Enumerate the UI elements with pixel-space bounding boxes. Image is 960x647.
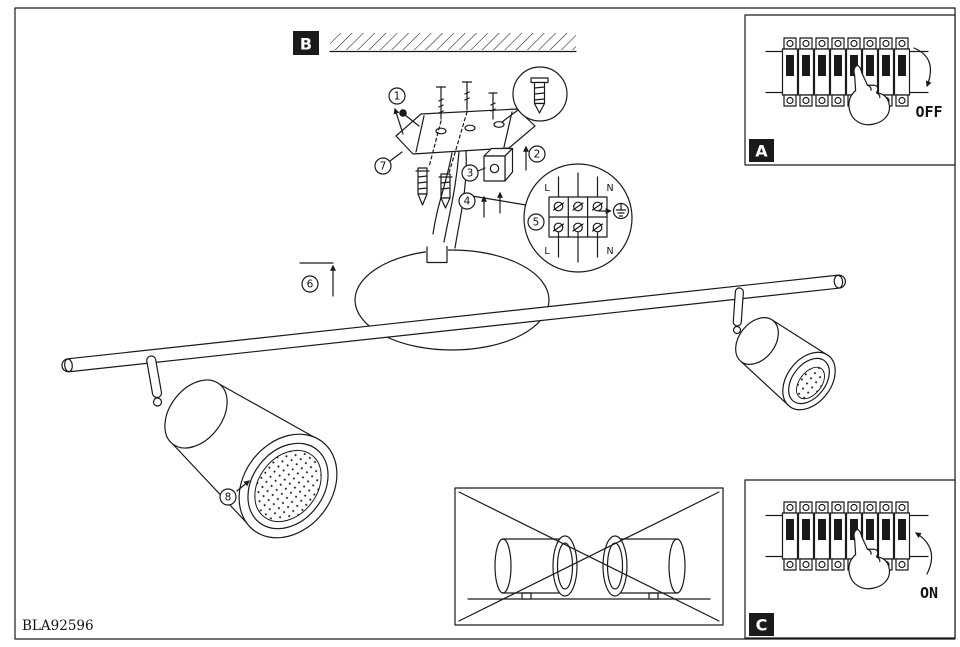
mounting-screw-angled bbox=[399, 109, 420, 127]
guide-line-2 bbox=[448, 111, 468, 174]
step-2-callout: 2 bbox=[528, 145, 546, 163]
panel-a: OFF A bbox=[744, 14, 956, 166]
panel-c-letter: C bbox=[756, 616, 768, 635]
warning-spot-left bbox=[494, 535, 578, 600]
product-code: BLA92596 bbox=[22, 618, 94, 634]
neutral-label-top: N bbox=[606, 183, 613, 194]
wall-plug-detail bbox=[501, 66, 568, 123]
switch-off-arrow-icon bbox=[913, 47, 932, 88]
panel-a-letter: A bbox=[755, 142, 768, 161]
step-6-callout: 6 bbox=[301, 275, 319, 293]
terminal-detail: L N L N bbox=[471, 163, 633, 273]
reflector-dots bbox=[254, 449, 322, 523]
step-2-number: 2 bbox=[534, 149, 541, 161]
ceiling-hatch bbox=[329, 33, 577, 53]
spot-left-knob bbox=[152, 397, 163, 407]
step-1-number: 1 bbox=[394, 91, 401, 103]
mounting-bracket bbox=[395, 108, 536, 155]
spot-left-yoke bbox=[146, 355, 163, 399]
section-b-label: B bbox=[293, 31, 319, 55]
warning-box bbox=[454, 487, 724, 626]
wall-anchor-1 bbox=[415, 167, 430, 206]
step-4-number: 4 bbox=[464, 196, 471, 208]
live-label-bottom: L bbox=[544, 246, 550, 257]
step-1-arrow bbox=[393, 107, 404, 135]
mounting-screw-3 bbox=[488, 92, 498, 120]
angle-bracket bbox=[483, 147, 514, 182]
guide-line-1 bbox=[428, 120, 442, 168]
step-3-callout: 3 bbox=[461, 164, 479, 182]
step-5-number: 5 bbox=[533, 217, 540, 229]
step-7-number: 7 bbox=[380, 161, 387, 173]
mounting-screw-1 bbox=[435, 86, 447, 120]
mounting-screw-2 bbox=[461, 81, 473, 111]
section-b-letter: B bbox=[300, 35, 312, 54]
switch-on-arrow-icon bbox=[914, 532, 933, 575]
step-7-leader bbox=[389, 151, 403, 162]
panel-c: ON C bbox=[744, 479, 956, 639]
panel-c-label: C bbox=[749, 613, 774, 636]
step-8-arrow bbox=[236, 480, 250, 492]
spot-lamp-left-face bbox=[238, 433, 338, 539]
step-8-number: 8 bbox=[225, 492, 232, 504]
neutral-label-bottom: N bbox=[606, 246, 613, 257]
live-label-top: L bbox=[544, 183, 550, 194]
earth-icon bbox=[598, 202, 630, 220]
step-3-number: 3 bbox=[467, 168, 474, 180]
step-4-callout: 4 bbox=[458, 192, 476, 210]
step-7-callout: 7 bbox=[374, 157, 392, 175]
spot-lamp-right bbox=[732, 287, 836, 411]
spot-lamp-left bbox=[146, 355, 338, 539]
step-3-leader bbox=[477, 167, 486, 172]
on-label: ON bbox=[920, 584, 938, 602]
step-6-number: 6 bbox=[307, 279, 314, 291]
off-label: OFF bbox=[915, 103, 942, 121]
warning-spot-right bbox=[602, 535, 686, 600]
panel-a-label: A bbox=[749, 139, 774, 162]
step-5-callout: 5 bbox=[527, 213, 545, 231]
step-1-callout: 1 bbox=[388, 87, 406, 105]
spot-right-knob bbox=[732, 325, 742, 335]
fixture-bar bbox=[61, 274, 847, 373]
step-8-callout: 8 bbox=[219, 488, 237, 506]
prohibition-cross bbox=[458, 491, 720, 622]
spot-lamp-right-face bbox=[782, 351, 836, 411]
